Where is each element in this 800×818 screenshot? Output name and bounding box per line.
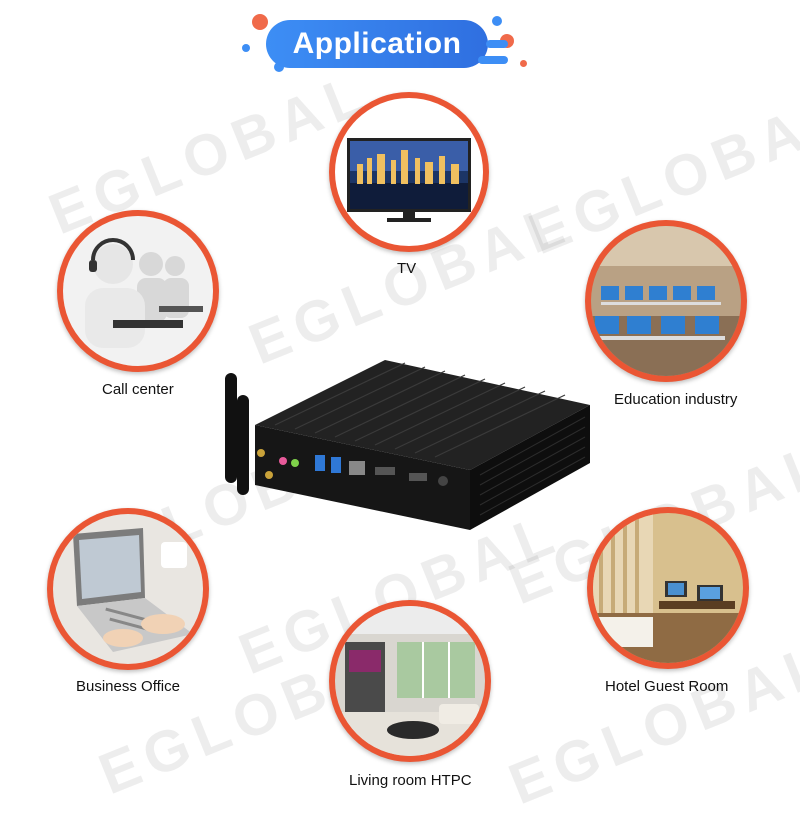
business-circle [47, 508, 209, 670]
call-center-label: Call center [102, 381, 174, 398]
living-image [335, 606, 485, 756]
antenna-right [237, 395, 249, 495]
education-label: Education industry [614, 391, 738, 408]
decor-dot [520, 60, 527, 67]
hd-port [409, 473, 427, 481]
tv-circle [329, 92, 489, 252]
antenna-left [225, 373, 237, 483]
decor-dot [274, 62, 284, 72]
hotel-label: Hotel Guest Room [605, 678, 729, 695]
antenna-connector [257, 449, 265, 457]
watermark-text: EGLOBAL [40, 59, 380, 248]
living-circle [329, 600, 491, 762]
banner-title: Application [292, 27, 462, 60]
decor-dot [242, 44, 250, 52]
decor-dash [486, 40, 508, 48]
usb-port-1 [315, 455, 325, 471]
call-center-image [63, 216, 213, 366]
call-center-circle [57, 210, 219, 372]
tv-label: TV [397, 260, 417, 277]
tv-image [335, 98, 483, 246]
living-label: Living room HTPC [349, 772, 472, 789]
antenna-connector [265, 471, 273, 479]
usb-port-2 [331, 457, 341, 473]
mic-port [279, 457, 287, 465]
banner-pill [266, 20, 488, 68]
hotel-image [593, 513, 743, 663]
business-label: Business Office [76, 678, 180, 695]
education-image [591, 226, 741, 376]
spk-port [291, 459, 299, 467]
education-circle [585, 220, 747, 382]
device-front [255, 425, 470, 530]
lan-port [349, 461, 365, 475]
decor-dash [478, 56, 508, 64]
dc-in-port [438, 476, 448, 486]
device-top [255, 360, 590, 470]
business-image [53, 514, 203, 664]
application-banner: Application [242, 14, 527, 72]
hotel-circle [587, 507, 749, 669]
dp-port [375, 467, 395, 475]
mini-pc-image [225, 360, 590, 530]
decor-dot [492, 16, 502, 26]
decor-dot [252, 14, 268, 30]
